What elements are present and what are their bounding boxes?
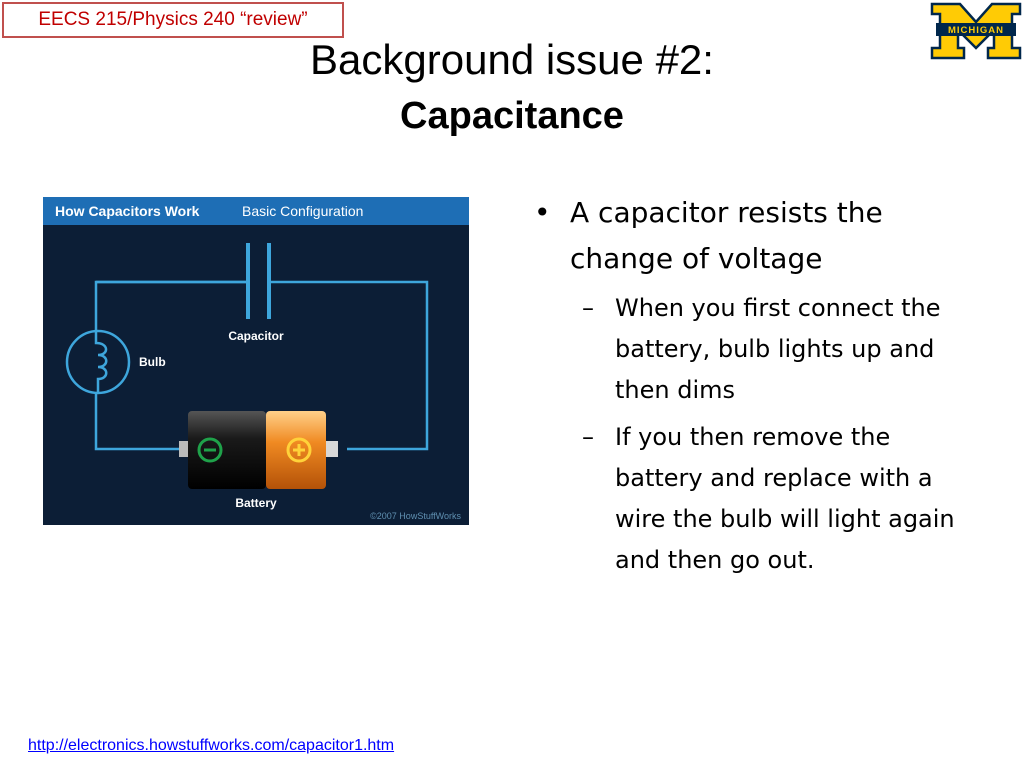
battery-negative-icon (197, 437, 223, 463)
bullet-marker: • (534, 196, 551, 229)
diagram-header-subtitle: Basic Configuration (242, 203, 363, 219)
bullet-text: A capacitor resists the change of voltag… (570, 196, 883, 275)
sub-bullet-item: – When you first connect the battery, bu… (532, 288, 972, 411)
logo-banner (936, 23, 1016, 36)
capacitor-diagram: How Capacitors Work Basic Configuration … (43, 197, 469, 525)
capacitor-label: Capacitor (228, 329, 284, 343)
battery-label: Battery (235, 496, 277, 510)
sub-bullet-text: If you then remove the battery and repla… (615, 423, 955, 574)
course-tag: EECS 215/Physics 240 “review” (2, 2, 344, 38)
bullet-list: • A capacitor resists the change of volt… (532, 190, 972, 581)
battery-positive-icon (286, 437, 312, 463)
logo-text: MICHIGAN (948, 25, 1004, 36)
bulb-label: Bulb (139, 355, 166, 369)
slide-title: Background issue #2: Capacitance (160, 32, 864, 144)
dash-marker: – (582, 294, 594, 322)
title-line-1: Background issue #2: (310, 36, 714, 83)
diagram-copyright: ©2007 HowStuffWorks (370, 511, 461, 521)
title-line-2: Capacitance (400, 95, 624, 137)
bullet-item: • A capacitor resists the change of volt… (532, 190, 972, 282)
diagram-header-bold: How Capacitors Work (55, 203, 200, 219)
sub-bullet-text: When you first connect the battery, bulb… (615, 294, 941, 404)
battery-symbol (179, 411, 338, 489)
sub-bullet-item: – If you then remove the battery and rep… (532, 417, 972, 581)
bulb-symbol (65, 329, 131, 395)
michigan-block-m-logo: MICHIGAN (930, 2, 1022, 60)
source-link[interactable]: http://electronics.howstuffworks.com/cap… (28, 737, 395, 754)
capacitor-symbol (246, 243, 332, 319)
diagram-header-bar (43, 197, 469, 225)
dash-marker: – (582, 423, 594, 451)
